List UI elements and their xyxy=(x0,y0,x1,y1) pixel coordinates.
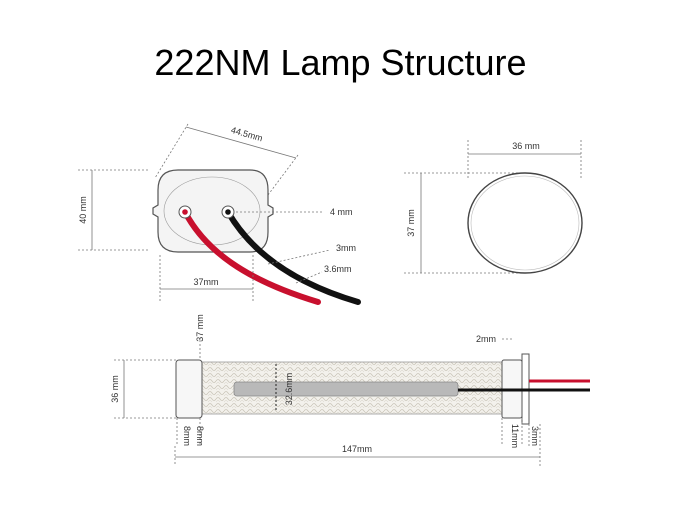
cap-label: 37 mm xyxy=(195,314,205,342)
left-cap xyxy=(175,359,203,419)
end-view: 36 mm 37 mm xyxy=(404,140,583,274)
red-wire xyxy=(182,209,321,305)
end-view-outline xyxy=(467,172,583,274)
length-label: 147mm xyxy=(342,444,372,454)
hole-label: 4 mm xyxy=(330,207,353,217)
end-gap-label: 2mm xyxy=(476,334,496,344)
base-view: 40 mm 44.5mm 4 mm 3mm 3.6mm xyxy=(78,123,361,305)
inner-tube xyxy=(233,381,459,397)
black-wire xyxy=(225,209,361,305)
inner-label: 32.6mm xyxy=(284,373,294,406)
end-width-label: 36 mm xyxy=(512,141,540,151)
wire-label-2: 3.6mm xyxy=(324,264,352,274)
end-height-label: 37 mm xyxy=(406,209,416,237)
base-height-label: 40 mm xyxy=(78,196,88,224)
right-cap-label: 11mm xyxy=(510,424,520,448)
left-cap-label-1: 8mm xyxy=(182,426,192,446)
right-flange-label: 3mm xyxy=(530,426,540,446)
side-view: 36 mm 37 mm 32.6mm 8mm 8mm xyxy=(110,314,590,466)
wire-label-1: 3mm xyxy=(336,243,356,253)
base-width-label: 37mm xyxy=(193,277,218,287)
lamp-base-outline xyxy=(152,169,274,253)
left-cap-label-2: 8mm xyxy=(195,426,205,446)
side-height-label: 36 mm xyxy=(110,375,120,403)
page-title: 222NM Lamp Structure xyxy=(154,42,527,83)
